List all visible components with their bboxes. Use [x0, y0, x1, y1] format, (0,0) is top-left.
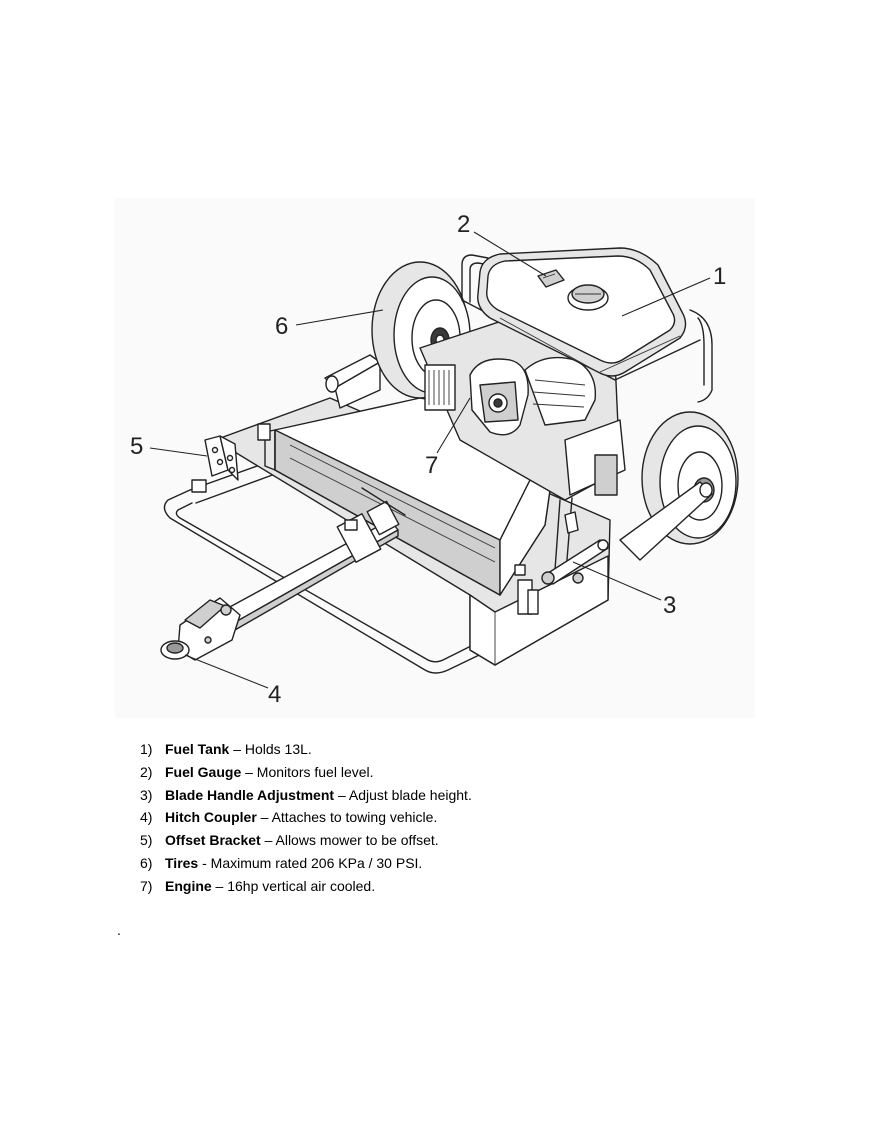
legend-description: – Allows mower to be offset.	[260, 832, 439, 849]
legend-description: – 16hp vertical air cooled.	[211, 877, 376, 894]
callout-5: 5	[130, 433, 143, 460]
mower-diagram: 1 2 3 4 5 6 7	[130, 211, 739, 708]
callout-6: 6	[275, 313, 288, 340]
engine	[419, 314, 626, 573]
legend-item: 5) Offset Bracket – Allows mower to be of…	[140, 829, 472, 852]
legend-term: Tires	[165, 854, 199, 871]
legend-term: Fuel Tank	[165, 741, 230, 757]
legend-description: – Holds 13L.	[229, 741, 312, 757]
fuel-gauge	[537, 269, 565, 288]
legend-number: 3)	[140, 786, 153, 803]
legend-number: 1)	[140, 741, 153, 757]
legend-term: Hitch Coupler	[165, 809, 257, 826]
callout-3: 3	[663, 592, 676, 619]
callout-1: 1	[713, 263, 726, 290]
legend-term: Fuel Gauge	[165, 763, 242, 780]
legend-number: 5)	[140, 832, 153, 849]
parts-legend: 1) Fuel Tank – Holds 13L. 2) Fuel Gauge – …	[140, 738, 472, 898]
blade-handle-adjustment	[514, 511, 609, 615]
offset-bracket	[191, 435, 358, 531]
callout-2: 2	[457, 211, 470, 238]
hitch-drawbar	[214, 487, 406, 635]
footer-mark: .	[117, 922, 121, 938]
legend-number: 4)	[140, 809, 153, 826]
callout-7: 7	[425, 452, 438, 479]
legend-item: 2) Fuel Gauge – Monitors fuel level.	[140, 761, 472, 784]
hitch-coupler	[160, 597, 241, 661]
legend-description: – Adjust blade height.	[334, 786, 472, 803]
legend-description: – Attaches to towing vehicle.	[256, 809, 438, 826]
legend-term: Engine	[165, 877, 212, 894]
legend-number: 2)	[140, 763, 153, 780]
fuel-cap	[567, 284, 609, 311]
legend-number: 6)	[140, 854, 153, 871]
legend-item: 7) Engine – 16hp vertical air cooled.	[140, 875, 472, 898]
legend-description: – Monitors fuel level.	[241, 763, 374, 780]
callout-numbers: 1 2 3 4 5 6 7	[130, 211, 726, 708]
legend-term: Blade Handle Adjustment	[165, 786, 335, 803]
legend-item: 4) Hitch Coupler – Attaches to towing veh…	[140, 806, 472, 829]
legend-number: 7)	[140, 877, 153, 894]
leader-lines	[149, 231, 711, 689]
right-wheel	[619, 411, 739, 561]
legend-item: 1) Fuel Tank – Holds 13L.	[140, 738, 472, 761]
legend-description: - Maximum rated 206 KPa / 30 PSI.	[198, 854, 423, 871]
legend-term: Offset Bracket	[165, 832, 261, 849]
chassis-rear-bars	[324, 354, 381, 409]
callout-4: 4	[268, 681, 281, 708]
legend-item: 6) Tires - Maximum rated 206 KPa / 30 PSI…	[140, 852, 472, 875]
legend-item: 3) Blade Handle Adjustment – Adjust blade…	[140, 784, 472, 807]
